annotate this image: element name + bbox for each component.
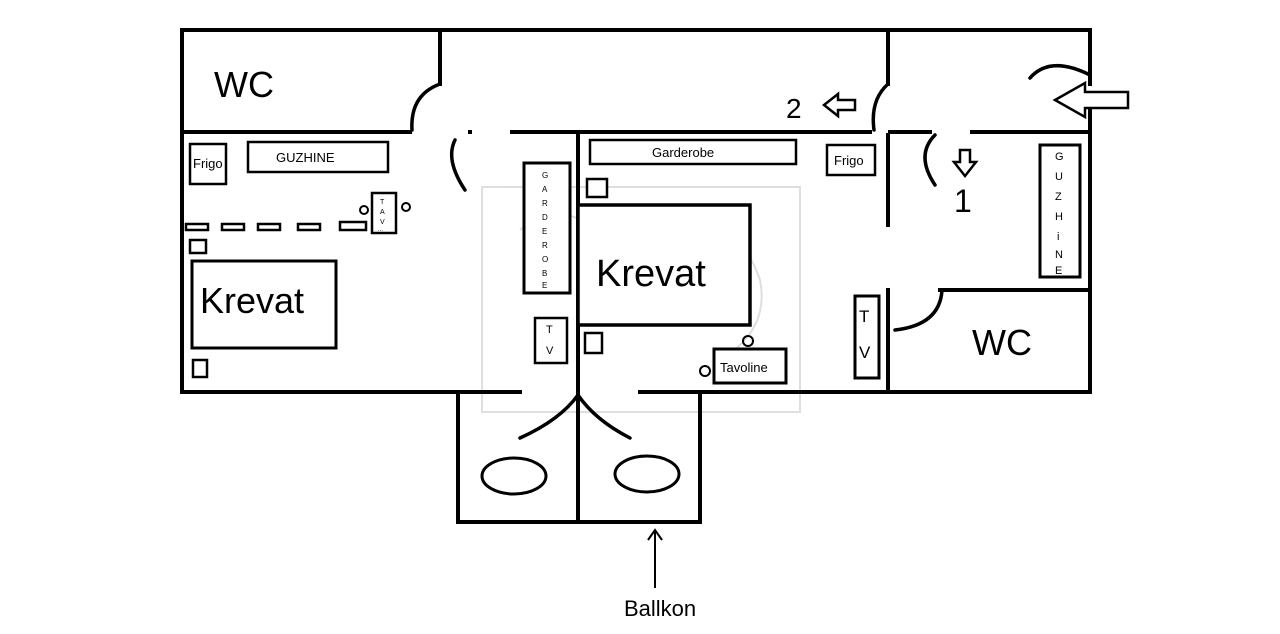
wardrobe-top — [588, 138, 798, 166]
wardrobe-letter-5: R — [542, 241, 548, 250]
tv-middle — [533, 316, 569, 365]
tv-middle-t: T — [546, 324, 553, 336]
balcony-chair-right — [613, 454, 681, 494]
fridge-right-label: Frigo — [834, 153, 864, 168]
bed-middle-label: Krevat — [596, 253, 706, 295]
arrow-down-icon — [951, 148, 979, 179]
nightstand-left-bottom — [191, 358, 209, 379]
kitchen-letter-0: G — [1055, 151, 1064, 163]
wardrobe-letter-0: G — [542, 171, 548, 180]
table-left — [370, 191, 398, 235]
fridge-left-label: Frigo — [193, 156, 223, 171]
marker-1-label: 1 — [954, 183, 972, 219]
bed-middle — [576, 203, 752, 327]
fridge-right — [825, 143, 877, 177]
wardrobe-letter-3: D — [542, 213, 548, 222]
chair-left-a — [359, 205, 369, 215]
kitchen-left-label: GUZHINE — [276, 150, 335, 165]
fridge-left — [188, 142, 228, 186]
wardrobe-letter-8: E — [542, 281, 547, 290]
kitchen-right — [1038, 143, 1082, 279]
balcony: Ballkon — [480, 454, 696, 621]
counter-dashes — [184, 220, 368, 232]
entrance-arrow-icon — [1052, 80, 1130, 120]
kitchen-letter-5: N — [1055, 249, 1063, 261]
kitchen-letter-4: i — [1057, 231, 1059, 243]
balcony-label: Ballkon — [624, 596, 696, 621]
table-left-l4: ... — [378, 227, 383, 233]
nightstand-left-top — [188, 238, 208, 255]
tv-middle-v: V — [546, 345, 554, 357]
marker-2: 2 — [786, 91, 857, 124]
chair-left-b — [401, 202, 411, 212]
wardrobe-letter-4: E — [542, 227, 547, 236]
doors — [410, 63, 1092, 440]
kitchen-letter-1: U — [1055, 171, 1063, 183]
wardrobe-letter-2: R — [542, 199, 548, 208]
kitchen-letter-3: H — [1055, 211, 1063, 223]
tv-right — [853, 294, 881, 380]
kitchen-right-letters: G U Z H i N E — [1055, 151, 1064, 277]
left-room: WC Frigo GUZHINE T A V ... Krevat G A — [184, 64, 572, 379]
arrow-left-icon — [821, 91, 857, 119]
wc-right-label: WC — [972, 322, 1032, 363]
table-left-l2: A — [380, 209, 385, 216]
nightstand-mid-top — [585, 177, 609, 199]
bed-left-label: Krevat — [200, 280, 304, 321]
wardrobe-letter-1: A — [542, 185, 548, 194]
chair-mid-a — [742, 335, 754, 347]
balcony-pointer-arrowhead-icon — [647, 528, 663, 541]
wardrobe-vertical-letters: G A R D E R O B E — [542, 171, 548, 290]
wardrobe-letter-6: O — [542, 255, 548, 264]
wc-left-label: WC — [214, 64, 274, 105]
tv-right-t: T — [859, 307, 869, 326]
table-left-l3: V — [380, 219, 385, 226]
middle-room: Garderobe Krevat Frigo Tavoline T V — [576, 138, 881, 385]
balcony-chair-left — [480, 456, 548, 496]
table-left-l1: T — [380, 199, 385, 206]
wardrobe-vertical — [522, 161, 572, 295]
marker-2-label: 2 — [786, 93, 802, 124]
walls — [180, 28, 1092, 524]
kitchen-letter-6: E — [1055, 265, 1062, 277]
kitchen-left — [246, 140, 390, 174]
entrance-arrow — [1052, 80, 1130, 120]
nightstand-mid-bottom — [583, 331, 604, 355]
wardrobe-letter-7: B — [542, 269, 547, 278]
tv-right-v: V — [859, 343, 871, 362]
right-room: G U Z H i N E WC — [972, 143, 1082, 363]
wardrobe-top-label: Garderobe — [652, 145, 714, 160]
table-middle — [712, 347, 788, 385]
marker-1: 1 — [951, 148, 979, 219]
table-middle-label: Tavoline — [720, 360, 768, 375]
kitchen-letter-2: Z — [1055, 191, 1062, 203]
chair-mid-b — [699, 365, 711, 377]
bed-left — [190, 259, 338, 350]
